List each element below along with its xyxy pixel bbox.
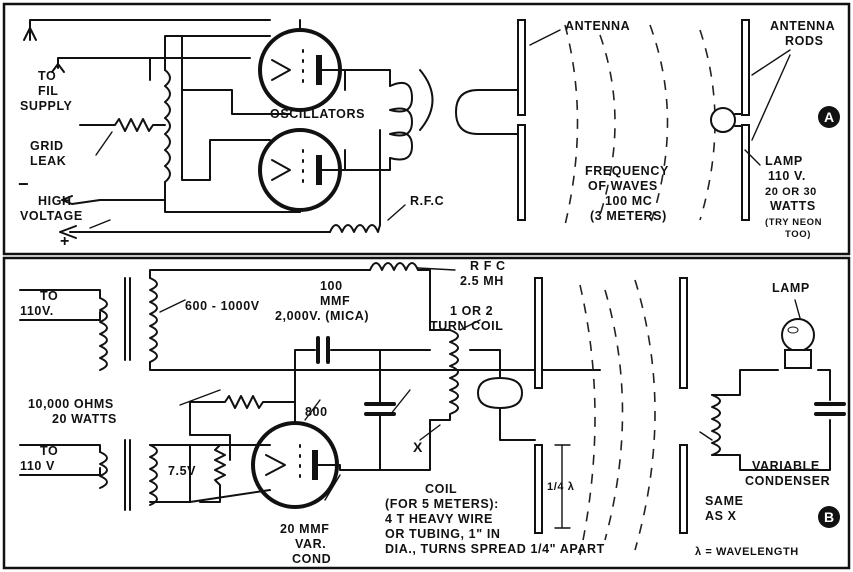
panel-a: TO FIL SUPPLY GRID LEAK − HIGH VOLTAGE +… (2, 2, 851, 256)
lamp-a (710, 107, 761, 166)
to-fil-supply-label-2: FIL (38, 84, 59, 98)
same-as-x-label-2: AS X (705, 509, 737, 523)
coil-label: COIL (425, 482, 457, 496)
grid-leak-label: GRID (30, 139, 64, 153)
rfc-label-b: R F C (470, 259, 506, 273)
badge-a-letter: A (824, 109, 834, 125)
antenna-label: ANTENNA (565, 19, 630, 33)
turn-coil-label: 1 OR 2 (450, 304, 493, 318)
to-110v-bottom-label-2: 110 V (20, 459, 55, 473)
oscillators-label: OSCILLATORS (270, 107, 365, 121)
to-fil-supply-label: TO (38, 69, 56, 83)
panel-b-border (2, 256, 851, 570)
wavefronts-b (579, 279, 656, 556)
feed-loop-b (469, 349, 536, 441)
coil-label-3: 4 T HEAVY WIRE (385, 512, 493, 526)
high-voltage-leads (59, 195, 166, 239)
lamp-b (781, 299, 815, 369)
to-110v-top-label: TO (40, 289, 58, 303)
lamp-label-a-4: WATTS (770, 199, 816, 213)
frequency-label: FREQUENCY (585, 164, 669, 178)
tube-800 (251, 399, 431, 509)
same-as-x-label: SAME (705, 494, 744, 508)
variable-condenser-label-2: CONDENSER (745, 474, 830, 488)
var-cond-label: 20 MMF (280, 522, 329, 536)
filament-transformer (19, 439, 271, 511)
lamp-label-a-3: 20 OR 30 (765, 186, 817, 198)
variable-condenser-label: VARIABLE (752, 459, 820, 473)
wavefronts-a (564, 24, 716, 226)
tank-coil (344, 69, 434, 226)
hv-transformer (19, 269, 601, 371)
lamp-label-a-5: (TRY NEON (765, 217, 822, 228)
frequency-label-2: OF WAVES (588, 179, 658, 193)
minus-sign: − (18, 174, 29, 194)
coil-label-4: OR TUBING, 1" IN (385, 527, 501, 541)
lamp-label-a-2: 110 V. (768, 169, 806, 183)
feed-loop-a (455, 89, 521, 135)
tank-coil-x (419, 319, 481, 441)
hv-label: 600 - 1000V (185, 299, 260, 313)
grid-coil (164, 35, 301, 213)
grid-leak-label-2: LEAK (30, 154, 66, 168)
rfc-label-b-2: 2.5 MH (460, 274, 504, 288)
high-voltage-label: HIGH (38, 194, 72, 208)
mica-capacitor (294, 336, 431, 371)
plus-sign: + (60, 233, 70, 250)
rfc-choke-a (69, 204, 406, 233)
badge-b-letter: B (824, 509, 834, 525)
badge-b: B (818, 506, 840, 528)
oscillator-tube-1 (258, 19, 346, 112)
to-110v-bottom-label: TO (40, 444, 58, 458)
filament-supply-leads (23, 19, 271, 81)
mmf-label: 100 (320, 279, 343, 293)
panel-a-border (2, 2, 851, 256)
oscillator-tube-2 (258, 128, 346, 213)
high-voltage-label-2: VOLTAGE (20, 209, 83, 223)
ohms-resistor (179, 369, 296, 409)
antenna-rods-label: ANTENNA (770, 19, 835, 33)
var-cond-label-2: VAR. (295, 537, 326, 551)
lamp-label-b: LAMP (772, 281, 810, 295)
to-110v-top-label-2: 110V. (20, 304, 54, 318)
frequency-label-3: 100 MC (605, 194, 652, 208)
lamp-label-a-6: TOO) (785, 229, 811, 240)
antenna-rod-a (517, 19, 561, 221)
turn-coil-label-2: TURN COIL (430, 319, 503, 333)
x-label: X (413, 439, 423, 455)
mmf-label-2: MMF (320, 294, 350, 308)
v75-label: 7.5V (168, 464, 196, 478)
badge-a: A (818, 106, 840, 128)
rfc-label-a: R.F.C (410, 194, 444, 208)
antenna-rod-b (534, 277, 571, 534)
var-cond-label-3: COND (292, 552, 331, 566)
panel-b: TO 110V. 600 - 1000V 100 MMF 2,000V. (MI… (2, 256, 851, 570)
tuning-capacitor (364, 349, 411, 471)
quarter-wave-label: 1/4 λ (547, 481, 574, 493)
frequency-label-4: (3 METERS) (590, 209, 667, 223)
wavelength-legend: λ = WAVELENGTH (695, 546, 799, 558)
rfc-choke-b (369, 262, 456, 331)
tube-800-label: 800 (305, 405, 328, 419)
coil-label-5: DIA., TURNS SPREAD 1/4" APART (385, 542, 605, 556)
receiver-b (679, 277, 846, 534)
ohms-label: 10,000 OHMS (28, 397, 114, 411)
lamp-label-a: LAMP (765, 154, 803, 168)
to-fil-supply-label-3: SUPPLY (20, 99, 73, 113)
coil-label-2: (FOR 5 METERS): (385, 497, 499, 511)
ohms-label-2: 20 WATTS (52, 412, 117, 426)
grid-leak-resistor (79, 118, 166, 156)
mmf-label-3: 2,000V. (MICA) (275, 309, 369, 323)
antenna-rods-receiver (741, 19, 791, 221)
antenna-rods-label-2: RODS (785, 34, 824, 48)
